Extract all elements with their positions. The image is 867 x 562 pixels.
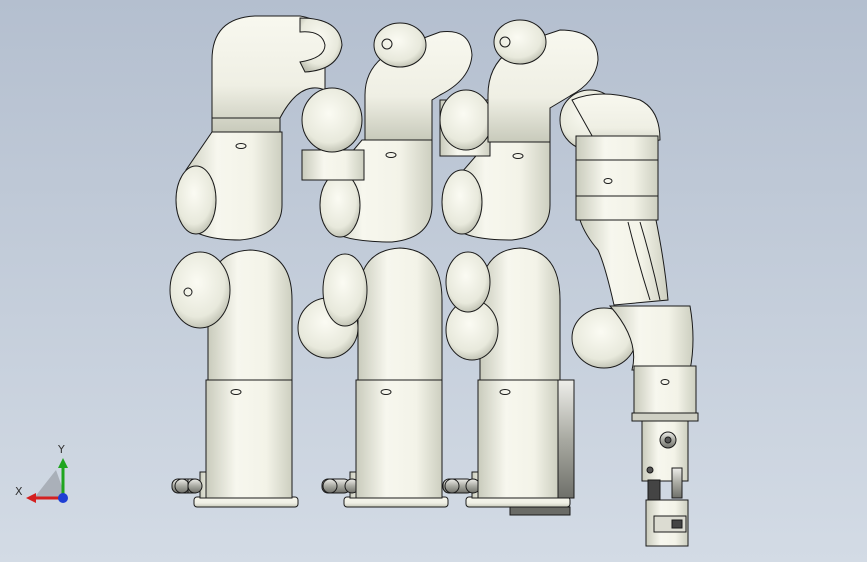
robot-arm-3[interactable]	[439, 19, 599, 516]
x-axis-label: X	[15, 485, 23, 498]
coordinate-triad: Y X	[15, 443, 68, 503]
base-column	[477, 379, 559, 499]
base-column	[355, 379, 443, 499]
shoulder-joint	[319, 172, 361, 238]
wrist-joint	[493, 19, 547, 65]
wrist-column	[633, 365, 697, 417]
forearm-link	[579, 219, 669, 306]
z-axis-dot	[58, 493, 68, 503]
wrist-joint	[373, 22, 427, 68]
upper-link	[575, 135, 659, 221]
gripper-finger-right[interactable]	[671, 467, 683, 499]
robot-arm-1[interactable]	[169, 15, 343, 508]
label-mark	[230, 389, 242, 395]
robot-arm-2[interactable]	[297, 22, 473, 508]
elbow-joint	[169, 251, 231, 329]
cable-plug	[171, 478, 203, 494]
cable-plug	[442, 478, 481, 494]
base-column	[205, 379, 293, 499]
gripper-finger-left[interactable]	[647, 479, 661, 501]
robot-arm-4-gripper[interactable]	[559, 89, 699, 547]
shoulder-joint	[441, 169, 483, 235]
y-axis-label: Y	[57, 443, 65, 456]
cable-plug	[321, 478, 360, 494]
tool-flange	[631, 412, 699, 422]
wrist-hook	[299, 17, 343, 73]
lower-arm-link	[357, 247, 443, 381]
shoulder-joint	[175, 165, 217, 235]
